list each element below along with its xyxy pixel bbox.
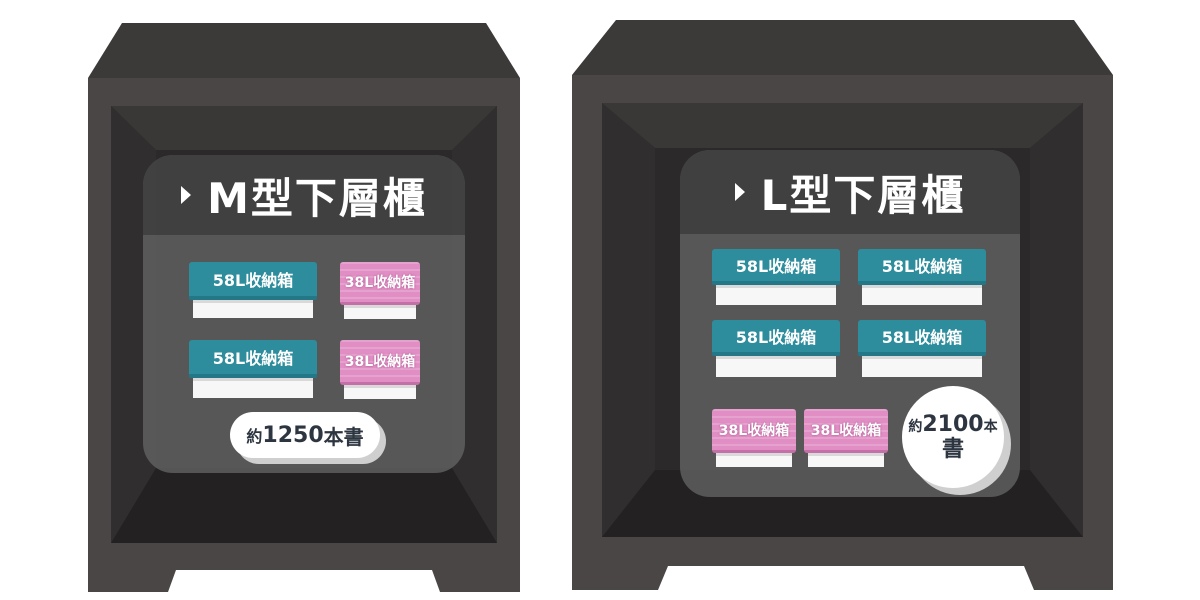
l-box-5-base [716,453,792,467]
l-box-4-lid: 58L收納箱 [858,320,986,356]
l-capacity-suffix-2: 書 [941,437,964,462]
m-capacity-badge: 約 1250 本書 [230,412,380,458]
m-cabinet-title: M型下層櫃 [207,173,427,223]
m-panel-header [143,155,465,235]
l-cabinet-bevel-left [602,103,655,537]
l-capacity-prefix: 約 [908,418,923,435]
m-cabinet-bevel-top [111,106,497,150]
m-box-1-label: 58L收納箱 [212,271,294,290]
l-capacity-badge: 約2100本 書 [902,386,1004,488]
m-box-4-lid: 38L收納箱 [340,340,420,385]
l-capacity-number: 2100 [922,411,984,437]
l-cabinet-top [572,20,1113,75]
l-box-4-base [862,356,982,377]
m-box-1: 58L收納箱 [189,262,317,318]
l-capacity-suffix-1: 本 [983,418,998,435]
l-box-5-lid: 38L收納箱 [712,409,796,453]
m-box-2-label: 38L收納箱 [344,275,416,291]
l-box-1: 58L收納箱 [712,249,840,305]
l-box-6: 38L收納箱 [804,409,888,467]
l-box-1-base [716,285,836,305]
m-cabinet-bevel-bottom [111,468,497,543]
l-box-5: 38L收納箱 [712,409,796,467]
l-box-3-label: 58L收納箱 [735,328,817,347]
l-panel-title-row: L型下層櫃 [680,150,1020,234]
l-cabinet-bevel-top [602,103,1083,148]
l-cabinet-bevel-right [1030,103,1083,537]
m-panel-title-row: M型下層櫃 [143,155,465,235]
l-box-2-base [862,285,982,305]
m-box-2: 38L收納箱 [340,262,420,319]
l-cabinet-panel: L型下層櫃 58L收納箱 58L收納箱 58L收納箱 58L收納箱 38L收納箱… [680,150,1020,497]
m-box-4: 38L收納箱 [340,340,420,399]
l-cabinet-title: L型下層櫃 [760,170,966,220]
l-cabinet-feet-notch [658,566,1034,590]
m-box-1-base [193,300,313,318]
l-box-3-base [716,356,836,377]
m-box-2-lid: 38L收納箱 [340,262,420,305]
l-box-6-lid: 38L收納箱 [804,409,888,453]
l-capacity-line-1: 約2100本 [908,412,997,437]
m-box-3-label: 58L收納箱 [212,349,294,368]
l-box-6-label: 38L收納箱 [810,422,882,439]
m-box-4-base [344,385,416,399]
m-box-3-lid: 58L收納箱 [189,340,317,378]
m-capacity-prefix: 約 [246,427,263,446]
play-arrow-icon [734,183,745,201]
l-box-5-label: 38L收納箱 [718,422,790,439]
m-cabinet-top [88,23,520,78]
l-box-2-label: 58L收納箱 [881,257,963,276]
l-box-6-base [808,453,884,467]
l-box-4-label: 58L收納箱 [881,328,963,347]
m-box-2-base [344,305,416,319]
m-box-3: 58L收納箱 [189,340,317,398]
l-box-4: 58L收納箱 [858,320,986,377]
l-box-3-lid: 58L收納箱 [712,320,840,356]
m-box-4-label: 38L收納箱 [344,354,416,370]
m-capacity-suffix: 本書 [323,424,364,449]
l-box-1-lid: 58L收納箱 [712,249,840,285]
play-arrow-icon [181,186,192,204]
m-box-1-lid: 58L收納箱 [189,262,317,300]
m-cabinet-panel: M型下層櫃 58L收納箱 38L收納箱 58L收納箱 38L收納箱 約 1250… [143,155,465,473]
m-cabinet-feet-notch [168,570,440,592]
l-box-1-label: 58L收納箱 [735,257,817,276]
l-box-2-lid: 58L收納箱 [858,249,986,285]
m-capacity-number: 1250 [262,422,324,448]
l-box-2: 58L收納箱 [858,249,986,305]
m-box-3-base [193,378,313,398]
l-box-3: 58L收納箱 [712,320,840,377]
